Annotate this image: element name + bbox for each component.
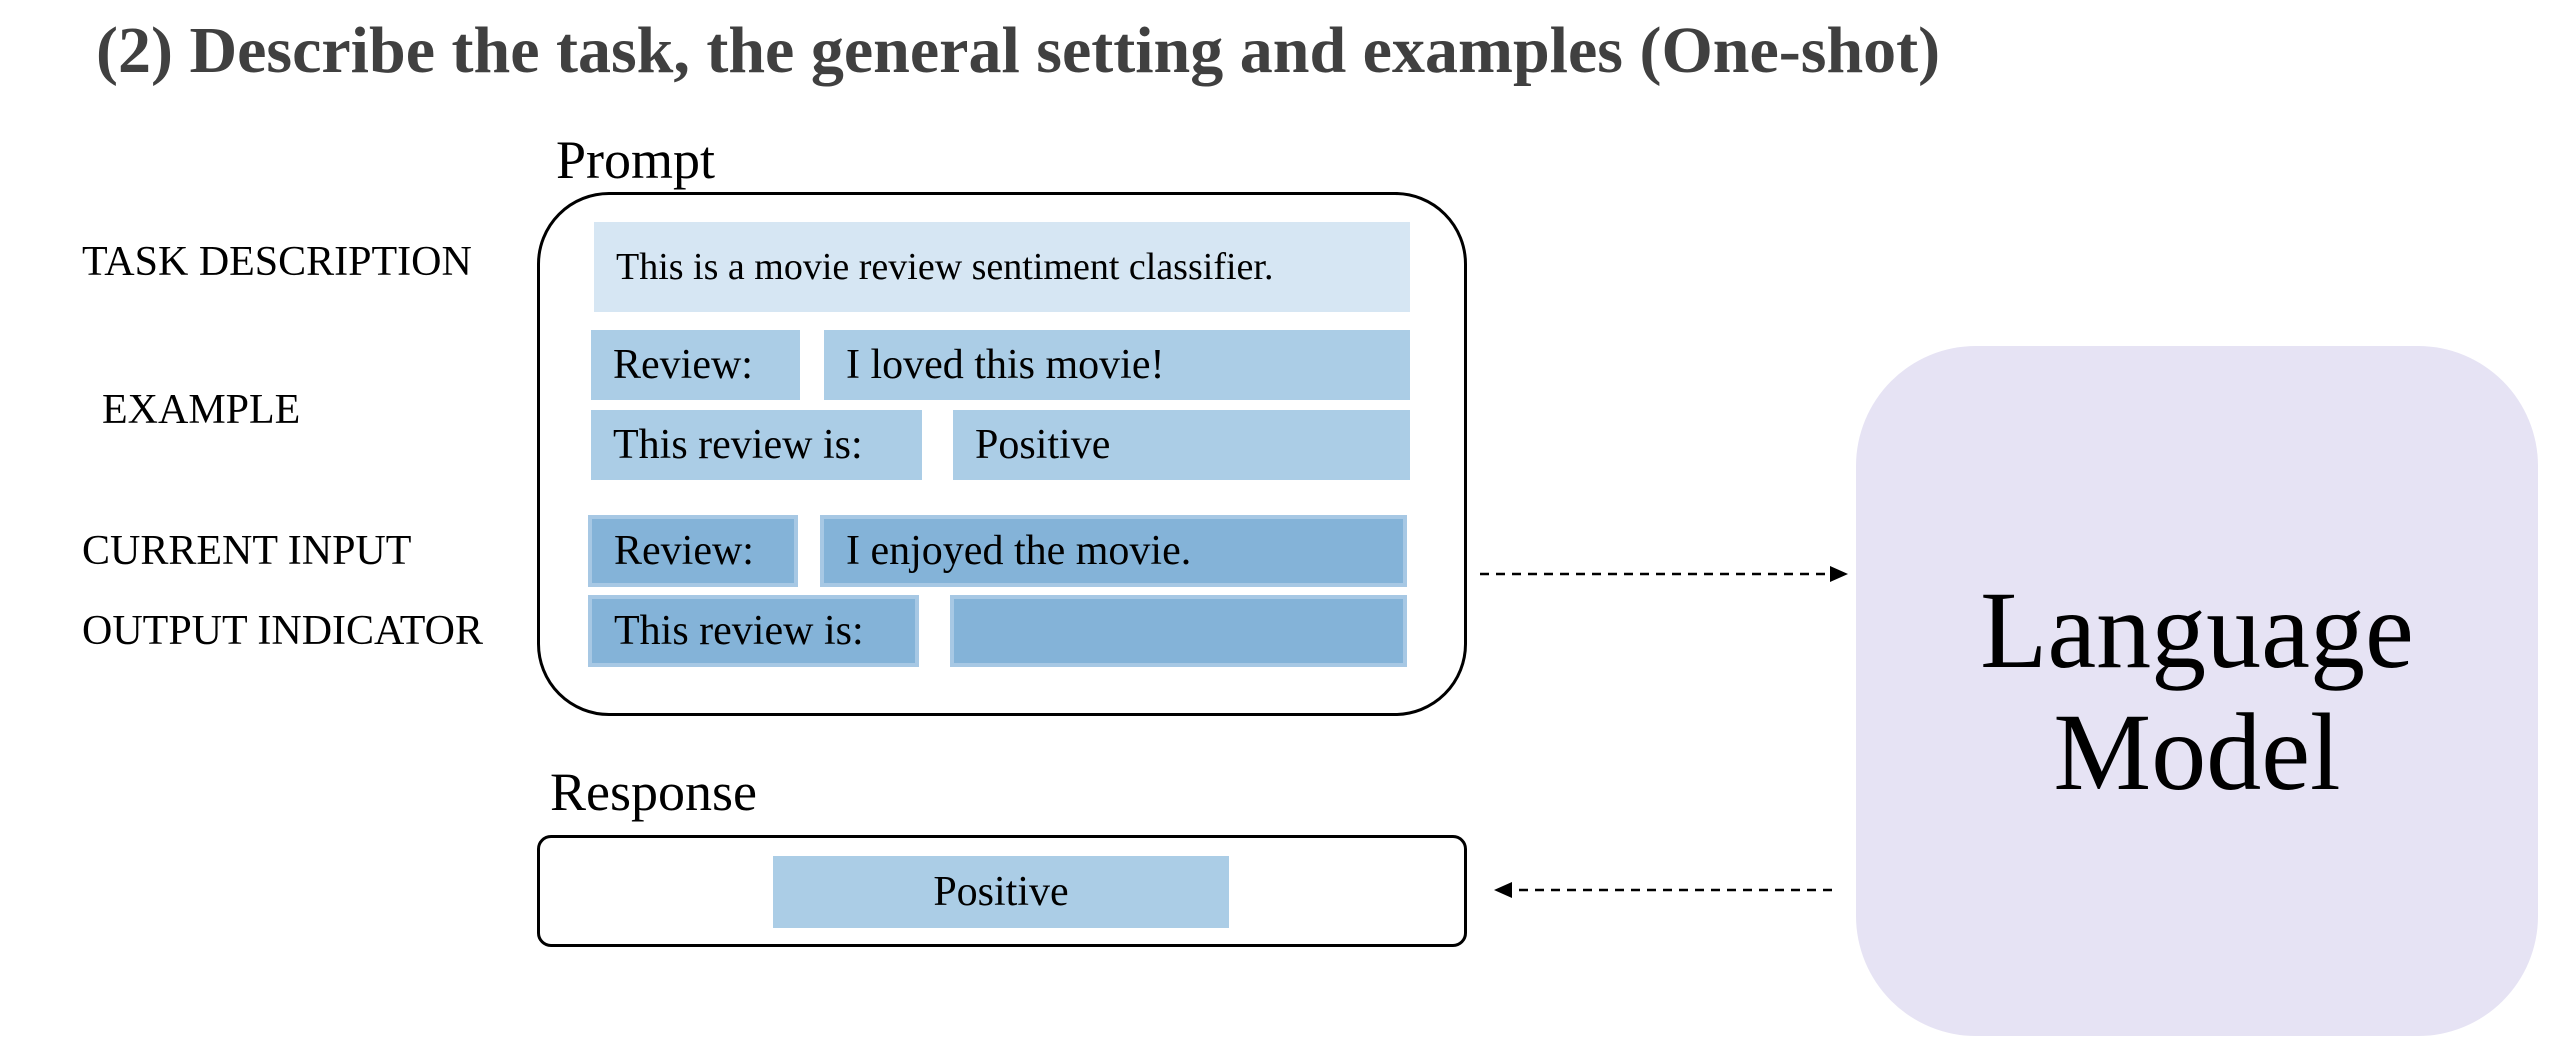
example-review-key: Review: — [591, 330, 800, 400]
page-title: (2) Describe the task, the general setti… — [96, 14, 1941, 87]
current-indicator-key: This review is: — [588, 595, 919, 667]
example-indicator-value: Positive — [953, 410, 1410, 480]
language-model-line2: Model — [2053, 691, 2341, 813]
response-label: Response — [550, 762, 757, 822]
language-model-box: Language Model — [1856, 346, 2538, 1036]
response-value: Positive — [773, 856, 1229, 928]
label-current-input: CURRENT INPUT — [82, 528, 412, 574]
arrow-to-model — [1480, 566, 1848, 582]
current-indicator-value — [950, 595, 1407, 667]
language-model-line1: Language — [1980, 569, 2414, 691]
prompt-label: Prompt — [556, 130, 716, 190]
arrow-to-response — [1494, 882, 1832, 898]
current-review-value: I enjoyed the movie. — [820, 515, 1407, 587]
current-review-key: Review: — [588, 515, 798, 587]
task-description-cell: This is a movie review sentiment classif… — [594, 222, 1410, 312]
label-output-indicator: OUTPUT INDICATOR — [82, 608, 483, 654]
label-example: EXAMPLE — [102, 387, 301, 433]
example-review-value: I loved this movie! — [824, 330, 1410, 400]
example-indicator-key: This review is: — [591, 410, 922, 480]
label-task-description: TASK DESCRIPTION — [82, 239, 472, 285]
